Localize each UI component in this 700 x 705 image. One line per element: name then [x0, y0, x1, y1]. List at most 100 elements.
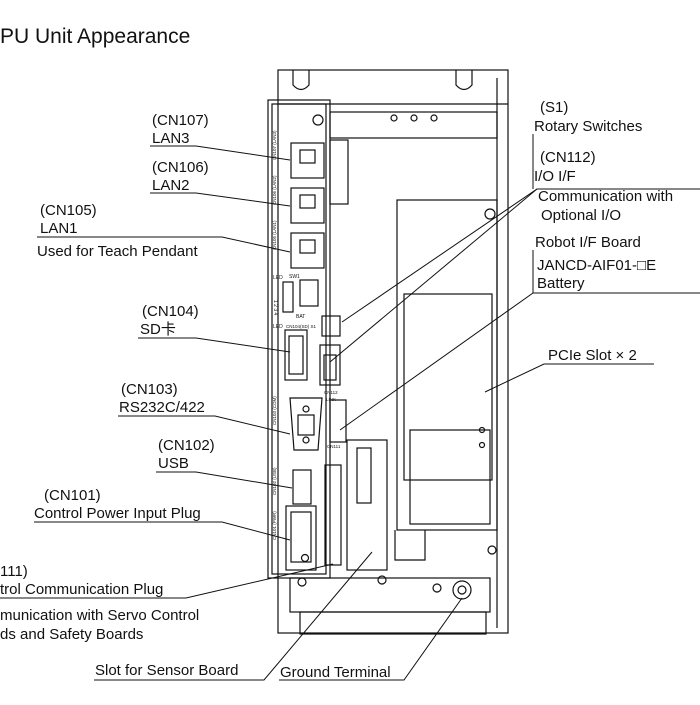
lan2-port [299, 194, 316, 209]
power-plug-inner [290, 511, 312, 563]
callout-cn107-name: LAN3 [152, 130, 190, 147]
rs232-connector [289, 397, 323, 451]
leader-pcie [484, 363, 654, 393]
sd-slot-inner [288, 335, 304, 375]
callout-cn105-name: LAN1 [40, 220, 78, 237]
sd-slot [284, 329, 308, 381]
callout-cn111-code: 111) [0, 563, 28, 580]
rs232-screw [302, 405, 310, 413]
leader-sensor [94, 551, 373, 681]
pcie-card-2 [409, 429, 491, 525]
front-panel-inner [271, 103, 327, 575]
callout-cn112-note2: Optional I/O [541, 207, 621, 224]
screw [312, 114, 324, 126]
callout-cn104-name: SD卡 [140, 321, 176, 338]
ground-terminal-center [457, 585, 467, 595]
leader-cn105 [37, 236, 291, 253]
callout-robot-if-battery: Battery [537, 275, 585, 292]
leader-cn112 [329, 188, 538, 363]
cpu-unit-drawing [267, 69, 509, 635]
callout-cn111-name: trol Communication Plug [0, 581, 163, 598]
callouts-left: (CN107) LAN3 (CN106) LAN2 (CN105) LAN1 U… [0, 112, 238, 679]
pcie-slot-cage [396, 199, 498, 531]
callout-cn111-note1: munication with Servo Control [0, 607, 199, 624]
mount-ear-right [455, 70, 473, 91]
rs232-pins [297, 414, 315, 436]
screw [478, 426, 486, 434]
mark-link: LINK [326, 397, 336, 402]
bottom-plate [289, 577, 491, 613]
power-plug [285, 505, 317, 571]
screw [377, 575, 387, 585]
callout-cn104-code: (CN104) [142, 303, 199, 320]
mark-cn111: CN111 [327, 444, 341, 449]
screw [390, 114, 398, 122]
mark-led: LED [273, 275, 283, 281]
mark-led-digits: 1 2 3 4 [272, 300, 278, 316]
screw [300, 553, 310, 563]
cn112-connector [319, 344, 341, 386]
callout-cn105-note: Used for Teach Pendant [37, 243, 198, 260]
usb-connector [292, 469, 312, 505]
leader-cn101 [34, 521, 291, 541]
leader-cn106 [150, 192, 291, 207]
leader-cn102 [156, 471, 293, 489]
lan3-port [299, 149, 316, 164]
leader-cn104 [138, 337, 291, 353]
mark-cn102: CN102 (USB) [272, 467, 277, 495]
callout-ground-name: Ground Terminal [280, 664, 391, 681]
screw [478, 441, 486, 449]
top-bracket [329, 111, 498, 139]
callout-cn102-code: (CN102) [158, 437, 215, 454]
mark-cn112: CN112 [324, 390, 338, 395]
sw1-switch [299, 279, 319, 307]
leader-cn107 [150, 145, 291, 161]
callout-sensor-name: Slot for Sensor Board [95, 662, 238, 679]
ground-terminal-screw [452, 580, 472, 600]
leader-cn103 [118, 415, 291, 435]
callout-cn111-note2: ds and Safety Boards [0, 626, 143, 643]
mark-sw1: SW1 [289, 274, 300, 280]
callout-cn101-code: (CN101) [44, 487, 101, 504]
bottom-foot [299, 611, 487, 635]
rotary-switch-s1 [321, 315, 341, 337]
chassis-outline [277, 69, 509, 634]
screw [484, 208, 496, 220]
mark-cn104: CN104(SD) S1 [286, 324, 317, 329]
leader-robot-if [339, 292, 700, 431]
rs232-screw [302, 436, 310, 444]
ground-bracket [394, 530, 426, 561]
lan1-connector [290, 232, 325, 269]
callout-cn106-name: LAN2 [152, 177, 190, 194]
callout-robot-if-model: JANCD-AIF01-□E [537, 257, 656, 274]
mark-cn107: CN107 (LAN3) [272, 130, 277, 160]
sensor-slot-rail [346, 439, 388, 571]
callout-cn106-code: (CN106) [152, 159, 209, 176]
callout-cn103-code: (CN103) [121, 381, 178, 398]
cn111-connector [329, 399, 347, 443]
lan1-port [299, 239, 316, 254]
callout-cn107-code: (CN107) [152, 112, 209, 129]
callout-pcie-name: PCIe Slot × 2 [548, 347, 637, 364]
screw [410, 114, 418, 122]
callout-s1-name: Rotary Switches [534, 118, 642, 135]
callout-s1-code: (S1) [540, 99, 568, 116]
callout-cn101-name: Control Power Input Plug [34, 505, 201, 522]
cn112-port [323, 354, 337, 381]
panel-silkscreen: CN107 (LAN3) CN106 (LAN2) CN105 (LAN1) L… [272, 130, 341, 540]
callout-cn112-note1: Communication with [538, 188, 673, 205]
mark-cn106: CN106 (LAN2) [272, 175, 277, 205]
screw [432, 583, 442, 593]
mark-led2: LED [273, 324, 283, 330]
lan3-connector [290, 142, 325, 179]
mark-cn105: CN105 (LAN1) [272, 220, 277, 250]
callout-cn105-code: (CN105) [40, 202, 97, 219]
leader-ground [279, 597, 463, 681]
lan-board-strip [329, 139, 349, 205]
led-block [282, 281, 294, 313]
leader-cn111 [0, 563, 334, 599]
lan2-connector [290, 187, 325, 224]
callout-cn112-code: (CN112) [540, 149, 596, 166]
